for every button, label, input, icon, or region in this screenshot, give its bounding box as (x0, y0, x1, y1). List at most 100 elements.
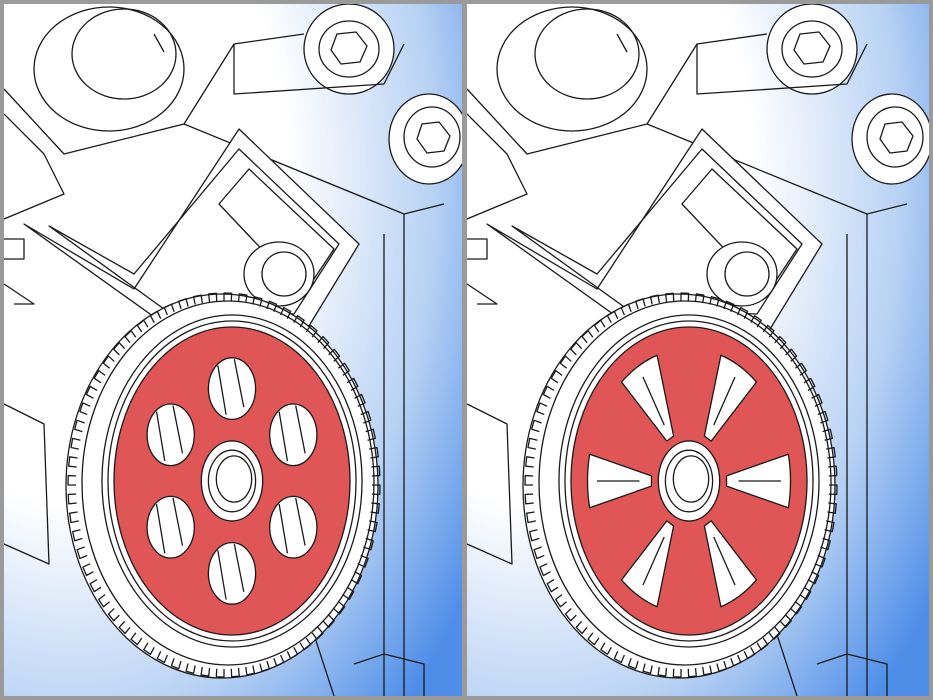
gear-tooth (69, 511, 79, 524)
gear-tooth (79, 402, 91, 416)
gear-tooth (170, 658, 182, 670)
gear-tooth (305, 324, 318, 338)
gear-tooth (230, 668, 240, 678)
gear-tooth (750, 315, 762, 328)
cam-gear (65, 292, 381, 679)
spoke-window (586, 453, 653, 509)
gear-tooth (342, 586, 355, 601)
gear-hub-ring (664, 449, 714, 513)
lightening-hole (146, 495, 195, 559)
bolt-boss (851, 93, 929, 185)
cylinder-boss-inner (71, 8, 177, 100)
gear-tooth (593, 319, 606, 333)
gear-tooth (85, 385, 98, 399)
gear-tooth (536, 402, 548, 416)
gear-tooth (130, 632, 143, 646)
gear-tooth (822, 428, 833, 441)
gear-tooth (531, 419, 542, 433)
bolt-boss (766, 4, 858, 95)
bolt-boss-ring (403, 106, 461, 168)
spoke-window (703, 354, 758, 442)
side-boss (706, 241, 778, 307)
gear-tooth (346, 377, 359, 391)
gear-tooth (371, 465, 381, 477)
block-side (383, 214, 405, 696)
left-illustration (4, 4, 462, 696)
gear-tooth (824, 520, 835, 533)
gear-tooth (737, 306, 749, 319)
cam-gear (522, 292, 838, 679)
gear-tooth (107, 608, 120, 622)
gear-tooth (694, 293, 705, 304)
gear-tooth (68, 456, 78, 468)
gear-hub-ring (207, 449, 257, 513)
gear-tooth (286, 646, 299, 660)
hex-bolt-head (330, 31, 368, 65)
gear-tooth (550, 369, 563, 384)
gear-tooth (807, 571, 820, 585)
gear-tooth (192, 294, 203, 305)
gear-tooth (354, 393, 366, 407)
gear-tooth (672, 668, 682, 678)
gear-tooth (365, 428, 376, 441)
gear-tooth (702, 665, 713, 676)
gear-tooth (311, 626, 324, 640)
gear-tooth (627, 658, 639, 670)
hex-bolt-head (793, 31, 831, 65)
gear-bore (672, 455, 710, 503)
gear-tooth (333, 601, 346, 615)
gear-tooth (163, 303, 175, 316)
gear-tooth (299, 637, 312, 651)
gear-tooth (367, 520, 378, 533)
right-illustration (467, 4, 929, 696)
gear-tooth (363, 537, 374, 551)
gear-tooth (524, 474, 534, 486)
gear-tooth (280, 306, 292, 319)
gear-tooth (826, 446, 836, 459)
gear-tooth (70, 437, 81, 450)
block-edge (4, 113, 65, 220)
gear-tooth (811, 393, 823, 407)
gear-tooth (709, 296, 720, 307)
gear-tooth (524, 493, 534, 505)
gear-tooth (575, 620, 588, 635)
gear-tooth (539, 563, 551, 577)
gear-tooth (564, 608, 577, 622)
block-foot (353, 653, 425, 696)
gear-tooth (768, 626, 781, 640)
gear-tooth (136, 319, 149, 333)
lightening-hole (207, 541, 257, 605)
engine-block-outline (467, 4, 929, 696)
gear-tooth (828, 465, 838, 477)
spoke-window (703, 520, 758, 608)
gear-tooth (799, 586, 812, 601)
gear-tooth (680, 292, 690, 302)
bolt-boss-ring (781, 20, 843, 78)
gear-tooth (527, 437, 538, 450)
panel-left-round-holes (4, 4, 462, 696)
gear-tooth (723, 300, 735, 312)
gear-tooth (322, 614, 335, 628)
gear-tooth (790, 601, 803, 615)
gear-tooth (67, 474, 77, 486)
bolt-boss (303, 4, 395, 95)
gear-tooth (76, 546, 88, 560)
gear-tooth (533, 546, 545, 560)
bolt-boss (388, 93, 462, 185)
gear-tooth (814, 554, 826, 568)
gear-tooth (546, 579, 559, 593)
gear-tooth (371, 484, 381, 496)
gear-tooth (785, 348, 798, 362)
gear-tooth (559, 355, 572, 369)
gear-tooth (529, 529, 540, 542)
gear-tooth (606, 310, 619, 324)
bore-mark (153, 33, 165, 53)
side-boss (243, 241, 315, 307)
gear-tooth (118, 620, 131, 635)
block-edge (467, 113, 528, 220)
block-lower (467, 403, 513, 565)
lightening-hole (146, 403, 195, 467)
block-lower (4, 403, 50, 565)
gear-tooth (762, 324, 775, 338)
gear-tooth (357, 554, 369, 568)
